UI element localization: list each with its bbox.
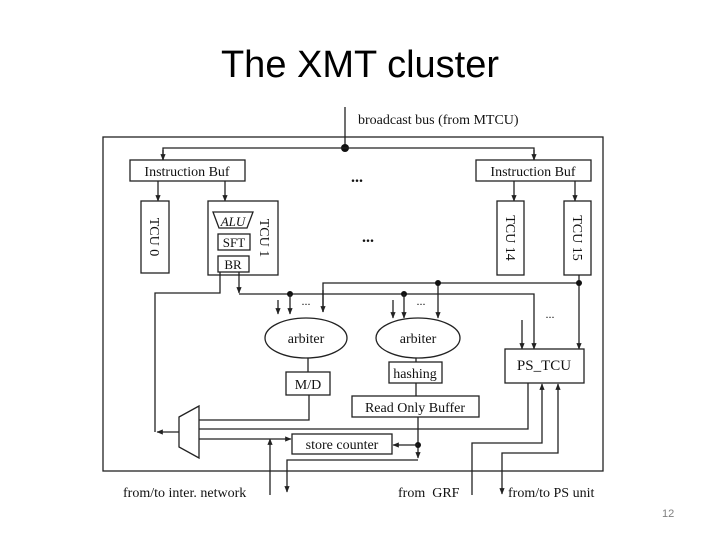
network-io-label: from/to inter. network bbox=[123, 486, 246, 501]
instruction-buffer-left bbox=[129, 159, 246, 182]
br-to-mux-line bbox=[154, 272, 221, 432]
tcu-label: TCU 0 bbox=[146, 218, 161, 257]
instruction-buffer-right bbox=[475, 159, 592, 182]
page-number: 12 bbox=[662, 508, 675, 520]
alu-shape bbox=[212, 211, 254, 229]
sft-label: SFT bbox=[223, 235, 245, 250]
ellipsis: ... bbox=[362, 229, 374, 246]
mux bbox=[178, 404, 200, 460]
ellipsis: ... bbox=[546, 307, 555, 321]
tcu-label: TCU 15 bbox=[569, 215, 584, 261]
alu-label: ALU bbox=[220, 214, 247, 229]
ps-unit-io-label: from/to PS unit bbox=[508, 486, 594, 501]
hashing-box bbox=[388, 361, 443, 384]
sft-box bbox=[217, 233, 251, 251]
md-label: M/D bbox=[295, 378, 321, 393]
arbiter-label: arbiter bbox=[400, 332, 437, 347]
ellipsis: ... bbox=[351, 169, 363, 186]
read-only-buffer-label: Read Only Buffer bbox=[365, 401, 465, 416]
hashing-label: hashing bbox=[393, 367, 437, 382]
read-only-buffer bbox=[351, 395, 480, 418]
grf-io-label: from GRF bbox=[398, 486, 460, 501]
tcu-14 bbox=[496, 200, 525, 276]
ellipsis: ... bbox=[417, 294, 426, 308]
tcu-15 bbox=[563, 200, 592, 276]
bus-line-1 bbox=[239, 293, 537, 350]
md-box bbox=[285, 371, 331, 396]
instruction-buffer-label: Instruction Buf bbox=[490, 165, 575, 180]
tcu-label: TCU 1 bbox=[256, 219, 271, 258]
br-label: BR bbox=[224, 257, 242, 272]
arbiter-1 bbox=[264, 317, 348, 359]
store-counter-label: store counter bbox=[306, 438, 379, 453]
instruction-buffer-label: Instruction Buf bbox=[144, 165, 229, 180]
br-box bbox=[217, 255, 250, 273]
ellipsis: ... bbox=[302, 294, 311, 308]
ps-tcu-label: PS_TCU bbox=[517, 358, 571, 374]
tcu-0 bbox=[140, 200, 170, 274]
store-counter-box bbox=[291, 433, 393, 455]
arbiter-label: arbiter bbox=[288, 332, 325, 347]
bus-label: broadcast bus (from MTCU) bbox=[358, 113, 519, 128]
slide-title: The XMT cluster bbox=[220, 44, 500, 86]
tcu-label: TCU 14 bbox=[502, 215, 517, 261]
ps-tcu-box bbox=[504, 348, 585, 384]
arbiter-2 bbox=[375, 317, 461, 359]
